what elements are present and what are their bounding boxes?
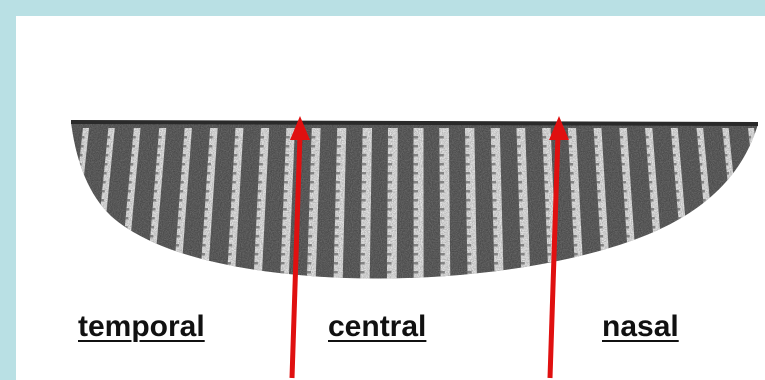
label-nasal: nasal — [602, 312, 679, 342]
label-central: central — [328, 312, 426, 342]
diagram-canvas: temporal central nasal — [16, 16, 765, 380]
retina-section — [56, 111, 765, 291]
label-temporal: temporal — [78, 312, 205, 342]
